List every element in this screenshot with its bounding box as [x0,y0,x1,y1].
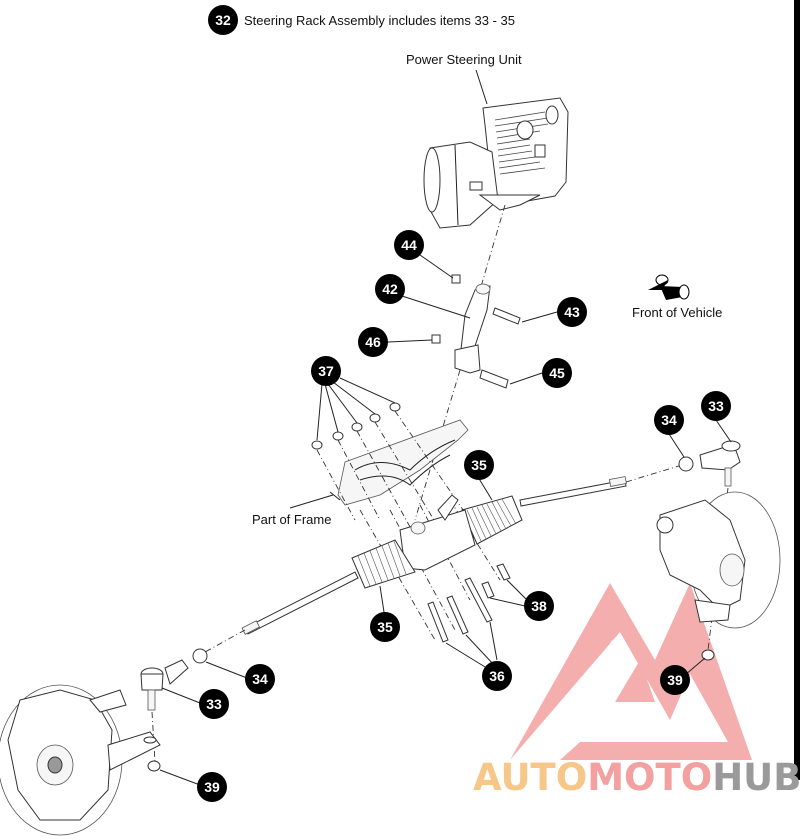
castle-nut-left [147,760,161,772]
assembly-note: 32 Steering Rack Assembly includes items… [208,5,515,35]
callout-35-right[interactable]: 35 [464,450,494,480]
rack-bolts [481,563,511,599]
steering-knuckle-right [656,491,781,629]
callout-39-left[interactable]: 39 [197,772,227,802]
callout-38[interactable]: 38 [524,591,554,621]
rack-studs [427,577,493,643]
callout-32[interactable]: 32 [208,5,238,35]
bolt-45 [479,369,509,389]
callout-33-left[interactable]: 33 [199,689,229,719]
frame-nuts [311,402,401,450]
watermark-text: AUTOMOTOHUB [473,758,800,798]
front-of-vehicle-arrow-icon [648,274,690,300]
tie-rod-end-left [140,659,189,711]
power-steering-unit [423,97,569,229]
bolt-43 [492,307,521,325]
intermediate-shaft [454,283,491,374]
steering-rack [241,476,627,635]
watermark-logo [510,583,752,760]
bolt-44 [451,274,461,284]
tie-rod-end-right [699,440,741,487]
callout-44[interactable]: 44 [394,230,424,260]
frame-rail [329,419,469,506]
callout-42[interactable]: 42 [375,274,405,304]
watermark-hub: HUB [712,756,800,799]
steering-knuckle-left [0,684,161,836]
callout-36[interactable]: 36 [482,661,512,691]
callout-33-right[interactable]: 33 [701,391,731,421]
watermark-moto: MOTO [587,756,713,799]
watermark-auto: AUTO [473,756,588,799]
right-edge-bar [794,0,800,780]
callout-37[interactable]: 37 [311,356,341,386]
callout-39-right[interactable]: 39 [660,665,690,695]
leader-power-steering [475,69,488,105]
assembly-note-text: Steering Rack Assembly includes items 33… [244,12,515,28]
callout-35-left[interactable]: 35 [370,612,400,642]
label-front-of-vehicle: Front of Vehicle [632,305,723,320]
nut-46 [431,334,441,344]
label-part-of-frame: Part of Frame [252,512,332,527]
callout-46[interactable]: 46 [358,327,388,357]
callout-43[interactable]: 43 [557,297,587,327]
castle-nut-right [701,649,715,661]
callout-45[interactable]: 45 [542,358,572,388]
jam-nut-left [192,648,208,664]
callout-34-right[interactable]: 34 [654,405,684,435]
callout-34-left[interactable]: 34 [245,664,275,694]
jam-nut-right [678,456,694,472]
label-power-steering-unit: Power Steering Unit [406,52,522,67]
